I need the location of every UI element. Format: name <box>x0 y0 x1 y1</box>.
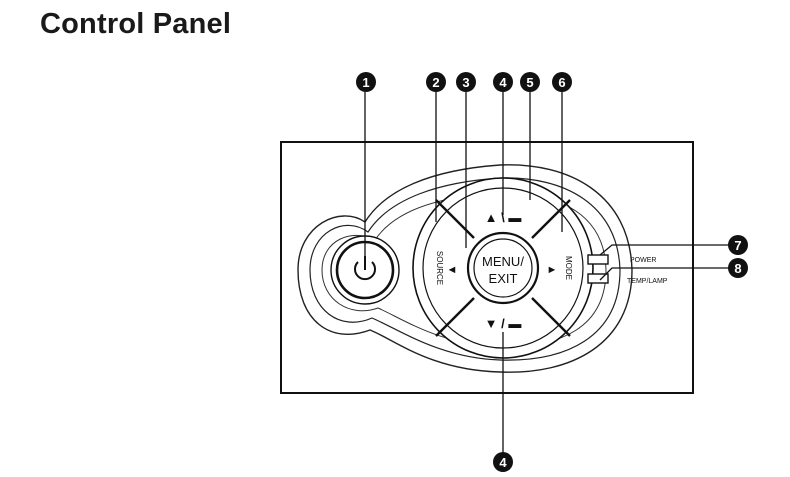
dpad-up-button[interactable]: ▲ \ ▬ <box>485 210 522 225</box>
power-led-label: POWER <box>630 257 656 264</box>
dpad-right-button[interactable]: ► <box>547 264 558 276</box>
source-button[interactable]: SOURCE <box>435 251 444 285</box>
callout-4-bottom: 4 <box>493 452 513 472</box>
callout-2: 2 <box>426 72 446 92</box>
menu-exit-button[interactable] <box>466 231 540 305</box>
callout-1: 1 <box>356 72 376 92</box>
callout-5: 5 <box>520 72 540 92</box>
temp-lamp-led <box>587 273 609 284</box>
dpad-left-button[interactable]: ◄ <box>447 264 458 276</box>
temp-lamp-led-label: TEMP/LAMP <box>627 278 668 285</box>
leader-lines <box>364 92 730 455</box>
dpad-down-button[interactable]: ▼ / ▬ <box>485 316 522 331</box>
callout-4: 4 <box>493 72 513 92</box>
callout-8: 8 <box>728 258 748 278</box>
callout-7: 7 <box>728 235 748 255</box>
body-outline-outer <box>297 164 633 373</box>
menu-label: MENU/ <box>482 254 524 269</box>
mode-button[interactable]: MODE <box>564 256 573 280</box>
page-title: Control Panel <box>40 8 232 40</box>
exit-label: EXIT <box>489 271 518 286</box>
power-led <box>587 254 609 265</box>
callout-3: 3 <box>456 72 476 92</box>
dpad-dividers <box>435 199 571 337</box>
callout-6: 6 <box>552 72 572 92</box>
